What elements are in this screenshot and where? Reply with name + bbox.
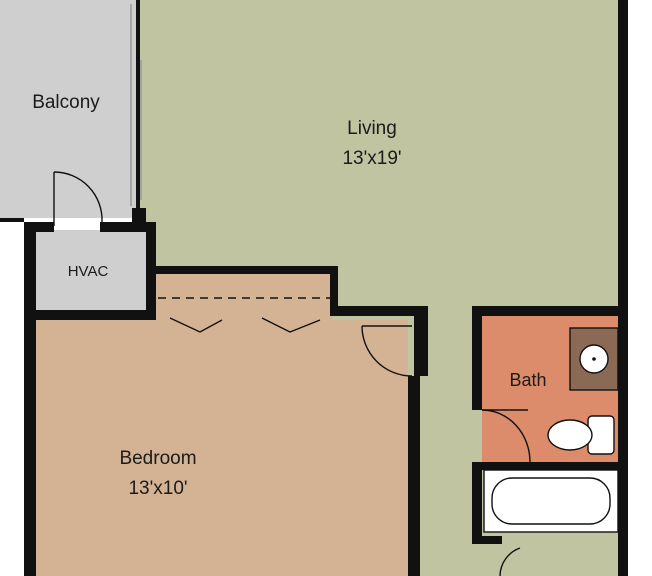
hvac-label: HVAC xyxy=(68,263,109,280)
bath-door xyxy=(481,409,531,463)
bedroom-size: 13'x10' xyxy=(128,478,187,499)
bedroom-floor xyxy=(34,320,408,576)
bath-label: Bath xyxy=(509,370,546,390)
walls xyxy=(0,0,628,576)
balcony-sliding-door xyxy=(130,4,142,206)
bedroom-label: Bedroom xyxy=(119,448,196,469)
hvac-floor xyxy=(36,230,152,312)
balcony-floor xyxy=(0,0,140,218)
living-label: Living xyxy=(347,118,397,139)
closet-bifold-doors xyxy=(158,297,330,333)
living-size: 13'x19' xyxy=(342,148,401,169)
toilet-bowl-icon xyxy=(547,419,593,451)
bathtub-basin-icon xyxy=(491,477,611,525)
entry-door xyxy=(499,547,521,576)
bedroom-closet-floor xyxy=(156,272,332,320)
bedroom-door xyxy=(361,325,413,377)
sink-drain-icon xyxy=(592,357,596,361)
hvac-door xyxy=(53,171,103,226)
balcony-label: Balcony xyxy=(32,92,100,113)
